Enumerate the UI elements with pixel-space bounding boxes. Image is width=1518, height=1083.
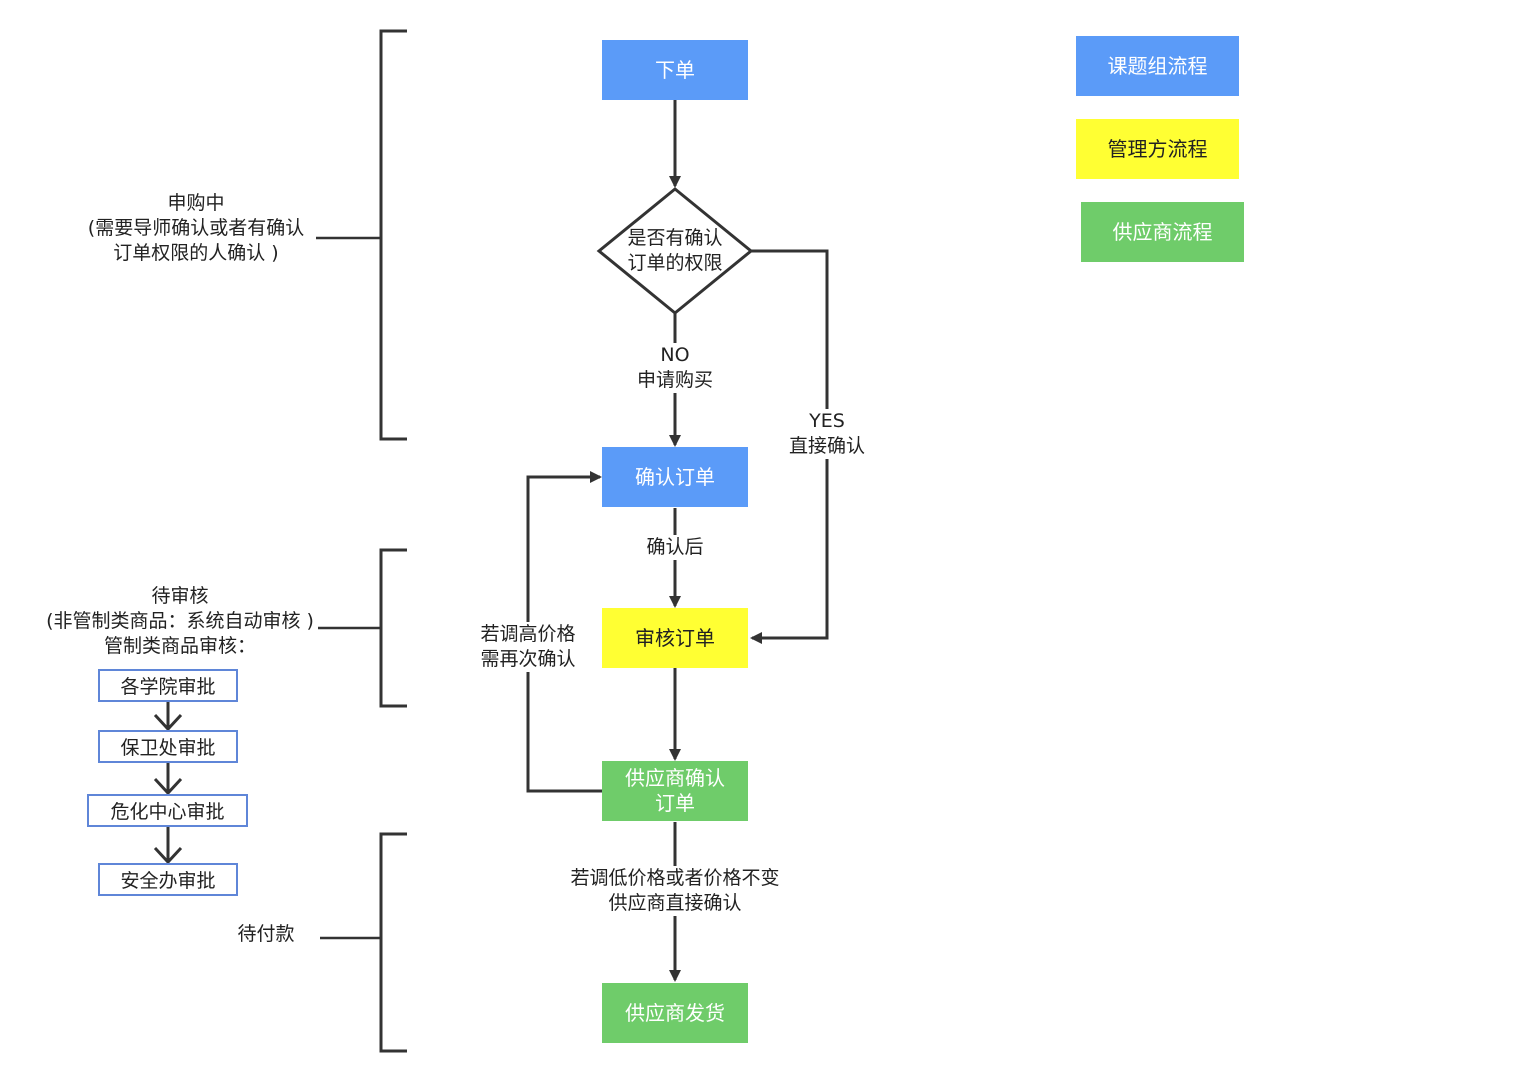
stage-purchasing-line2: (需要导师确认或者有确认 (87, 217, 305, 239)
legend-supplier-flow-label: 供应商流程 (1112, 219, 1213, 244)
edge-label-raise-line1: 若调高价格 (480, 623, 576, 645)
approval-step-hazchem: 危化中心审批 (87, 794, 248, 827)
stage-pending-review-line1: 待审核 (151, 585, 209, 607)
bracket-pending-review (379, 548, 407, 708)
decision-label-line2: 订单的权限 (627, 252, 723, 274)
edge-label-raise-price: 若调高价格 需再次确认 (470, 622, 586, 672)
stage-pending-payment-text: 待付款 (237, 923, 295, 945)
legend-group-flow-label: 课题组流程 (1107, 53, 1208, 78)
node-supplier-confirm-line1: 供应商确认 (625, 766, 725, 790)
edge-label-lower-price: 若调低价格或者价格不变 供应商直接确认 (555, 866, 795, 916)
edge-label-lower-line2: 供应商直接确认 (608, 892, 742, 914)
decision-label: 是否有确认 订单的权限 (605, 226, 745, 276)
edge-label-no-line2: 申请购买 (636, 369, 713, 391)
node-order-label: 下单 (655, 57, 695, 82)
bracket-pending-payment (379, 832, 407, 1053)
edge-label-yes: YES 直接确认 (777, 409, 877, 459)
node-supplier-ship-label: 供应商发货 (625, 1000, 725, 1025)
approval-step-hazchem-label: 危化中心审批 (110, 801, 225, 823)
legend-manager-flow: 管理方流程 (1076, 119, 1239, 179)
approval-step-safety-office: 安全办审批 (98, 863, 238, 896)
legend-manager-flow-label: 管理方流程 (1107, 136, 1208, 161)
node-supplier-confirm-line2: 订单 (655, 791, 695, 815)
node-supplier-confirm: 供应商确认 订单 (602, 761, 748, 821)
legend-supplier-flow: 供应商流程 (1081, 202, 1244, 262)
approval-arrow (153, 763, 183, 796)
legend-group-flow: 课题组流程 (1076, 36, 1239, 96)
node-confirm-order-label: 确认订单 (635, 464, 715, 489)
stage-purchasing-line1: 申购中 (167, 192, 225, 214)
edge-label-after-confirm-text: 确认后 (646, 536, 704, 558)
approval-step-college: 各学院审批 (98, 669, 238, 702)
approval-step-security-label: 保卫处审批 (120, 737, 216, 759)
node-confirm-order: 确认订单 (602, 447, 748, 507)
approval-step-security: 保卫处审批 (98, 730, 238, 763)
stage-pending-review-line2: (非管制类商品：系统自动审核 ) (46, 610, 314, 632)
decision-label-line1: 是否有确认 (627, 227, 723, 249)
stage-purchasing-line3: 订单权限的人确认 ) (113, 242, 279, 264)
approval-arrow (153, 701, 183, 732)
edge-label-no: NO 申请购买 (625, 343, 725, 393)
edge-label-raise-line2: 需再次确认 (480, 648, 576, 670)
edge-label-no-line1: NO (660, 344, 690, 366)
node-order: 下单 (602, 40, 748, 100)
edge-label-yes-line2: 直接确认 (788, 435, 865, 457)
stage-purchasing: 申购中 (需要导师确认或者有确认 订单权限的人确认 ) (70, 191, 322, 266)
node-review-order-label: 审核订单 (635, 625, 715, 650)
edge-label-lower-line1: 若调低价格或者价格不变 (570, 867, 780, 889)
node-supplier-ship: 供应商发货 (602, 983, 748, 1043)
approval-step-safety-office-label: 安全办审批 (120, 870, 216, 892)
stage-pending-review: 待审核 (非管制类商品：系统自动审核 ) 管制类商品审核： (30, 584, 330, 659)
edge-label-after-confirm: 确认后 (630, 535, 720, 560)
approval-step-college-label: 各学院审批 (120, 676, 216, 698)
approval-arrow (153, 826, 183, 865)
bracket-purchasing (379, 29, 407, 441)
stage-pending-payment: 待付款 (226, 922, 306, 947)
edge-label-yes-line1: YES (809, 410, 845, 432)
stage-pending-review-line3: 管制类商品审核： (103, 635, 256, 657)
node-review-order: 审核订单 (602, 608, 748, 668)
